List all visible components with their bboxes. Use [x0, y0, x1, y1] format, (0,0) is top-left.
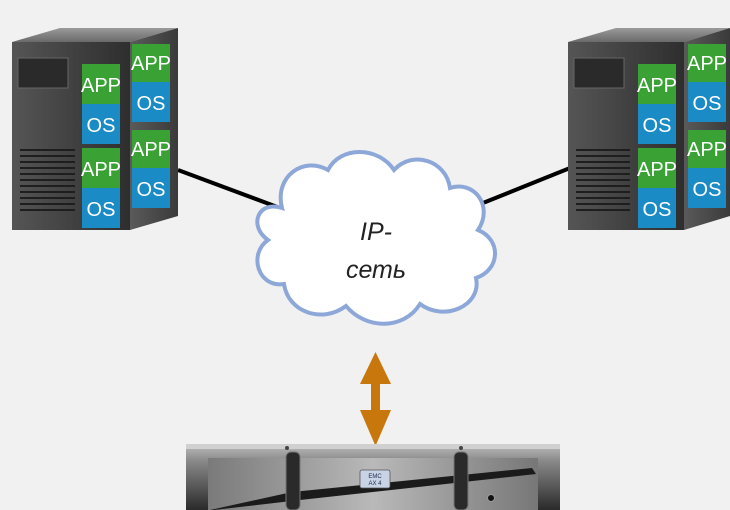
server-vents — [20, 149, 75, 211]
app-tile — [82, 148, 120, 188]
os-label: OS — [693, 93, 722, 115]
os-label: OS — [87, 115, 116, 137]
bidirectional-arrow — [360, 352, 391, 446]
os-label: OS — [137, 179, 166, 201]
os-tile — [82, 188, 120, 228]
storage-power-led — [487, 494, 495, 502]
server-drive-bay — [17, 57, 69, 89]
right-server: APP OS APP OS APP OS APP OS — [568, 28, 730, 230]
app-tile — [688, 130, 726, 168]
os-label: OS — [693, 179, 722, 201]
app-tile — [638, 64, 676, 104]
app-label: APP — [131, 139, 171, 161]
app-tile — [82, 64, 120, 104]
os-tile — [132, 168, 170, 208]
storage-screw-left — [285, 446, 289, 450]
vm-stack-3: APP OS — [687, 44, 727, 122]
app-label: APP — [81, 159, 121, 181]
os-label: OS — [643, 115, 672, 137]
app-tile — [688, 44, 726, 82]
vm-stack-3: APP OS — [131, 44, 171, 122]
storage-handle-right — [453, 451, 469, 510]
os-label: OS — [87, 199, 116, 221]
storage-top-rim — [186, 444, 560, 449]
left-server: APP OS APP OS APP OS APP OS — [12, 28, 178, 230]
app-label: APP — [687, 53, 727, 75]
storage-screw-right — [459, 446, 463, 450]
vm-stack-4: APP OS — [687, 130, 727, 208]
server-top-face — [12, 28, 178, 42]
os-tile — [82, 104, 120, 144]
vm-stack-4: APP OS — [131, 130, 171, 208]
app-tile — [638, 148, 676, 188]
arrow-head-down — [360, 410, 391, 446]
app-label: APP — [637, 75, 677, 97]
ip-network-cloud: IP- сеть — [255, 150, 497, 326]
app-tile — [132, 130, 170, 168]
arrow-head-up — [360, 352, 391, 384]
vm-stack-1: APP OS — [637, 64, 677, 144]
os-label: OS — [643, 199, 672, 221]
app-label: APP — [637, 159, 677, 181]
os-label: OS — [137, 93, 166, 115]
server-drive-bay — [573, 57, 625, 89]
arrow-shaft — [371, 376, 380, 416]
storage-badge-brand: EMC — [368, 474, 382, 480]
vm-stack-2: APP OS — [81, 148, 121, 228]
os-tile — [638, 188, 676, 228]
cloud-label-line1: IP- — [360, 218, 392, 246]
app-label: APP — [131, 53, 171, 75]
storage-array: EMC AX 4 — [186, 444, 560, 510]
os-tile — [688, 168, 726, 208]
left-server-link — [177, 168, 281, 210]
vm-stack-2: APP OS — [637, 148, 677, 228]
server-vents — [576, 149, 630, 211]
os-tile — [688, 82, 726, 122]
cloud-label-line2: сеть — [346, 256, 406, 284]
storage-badge: EMC AX 4 — [359, 469, 391, 489]
app-label: APP — [81, 75, 121, 97]
storage-handle-left — [285, 451, 301, 510]
cloud-shape — [255, 150, 497, 326]
app-tile — [132, 44, 170, 82]
storage-badge-model: AX 4 — [368, 481, 382, 487]
app-label: APP — [687, 139, 727, 161]
os-tile — [638, 104, 676, 144]
os-tile — [132, 82, 170, 122]
right-server-link — [477, 166, 571, 207]
server-top-face — [568, 28, 730, 42]
storage-badge-plate — [359, 469, 391, 489]
vm-stack-1: APP OS — [81, 64, 121, 144]
